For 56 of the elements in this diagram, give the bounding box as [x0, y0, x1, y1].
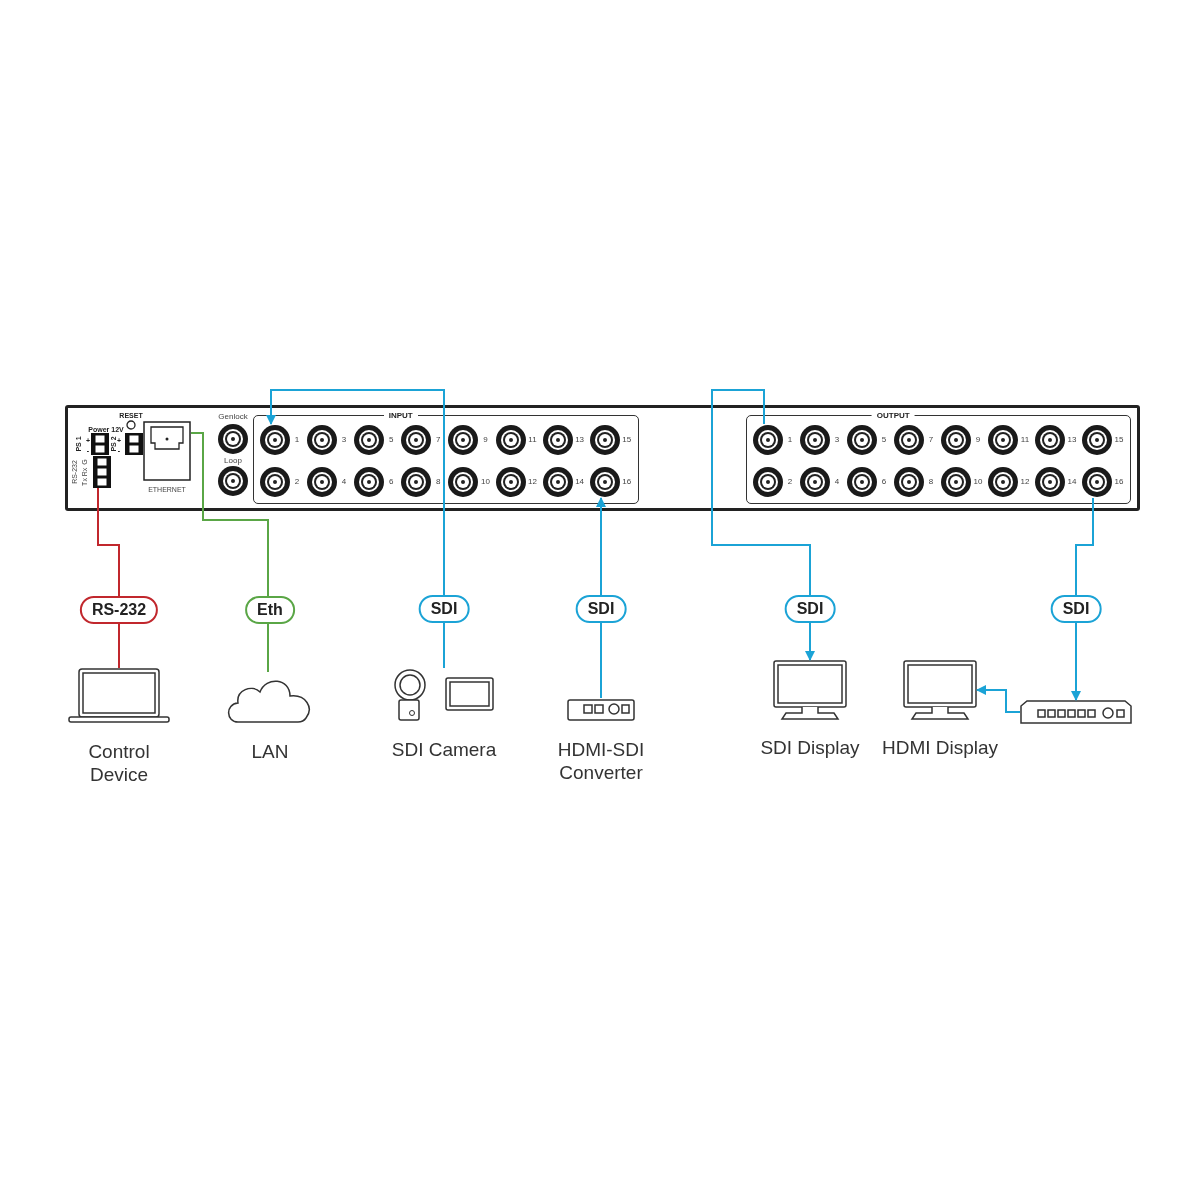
port-number: 5 [881, 436, 887, 444]
port-label: Genlock [218, 413, 248, 421]
port-label: Loop [224, 457, 242, 465]
port-number: 12 [1020, 478, 1030, 486]
arrow [976, 685, 1021, 713]
device-label: SDI Display [760, 736, 860, 759]
port-group-frame [253, 415, 639, 504]
port-number: 8 [928, 478, 934, 486]
port-number: 10 [480, 478, 490, 486]
port-number: 14 [575, 478, 585, 486]
device-label: HDMI Display [880, 736, 1000, 759]
port-number: 8 [436, 478, 441, 486]
port-number: 9 [975, 436, 981, 444]
port-number: 11 [528, 436, 537, 444]
port-number: 12 [528, 478, 537, 486]
port-number: 15 [1114, 436, 1124, 444]
device-label: Control Device [87, 740, 151, 786]
port-number: 1 [294, 436, 300, 444]
port-number: 6 [881, 478, 887, 486]
port-number: 2 [294, 478, 300, 486]
port-number: 9 [483, 436, 488, 444]
edge-label: SDI [575, 595, 627, 623]
edge-label: RS-232 [79, 596, 159, 624]
port-number: 5 [388, 436, 394, 444]
port-number: 13 [1067, 436, 1077, 444]
port-number: 11 [1020, 436, 1030, 444]
port-number: 15 [622, 436, 632, 444]
device-rear-panel [65, 405, 1140, 511]
group-title: OUTPUT [871, 412, 915, 420]
edge-label: Eth [245, 596, 295, 624]
arrow [711, 389, 815, 661]
port-number: 2 [787, 478, 793, 486]
port-number: 4 [341, 478, 347, 486]
port-number: 10 [973, 478, 983, 486]
port-number: 16 [1114, 478, 1124, 486]
arrow [266, 389, 445, 669]
port-number: 16 [622, 478, 632, 486]
edge-label: SDI [1050, 595, 1102, 623]
port-number: 1 [787, 436, 793, 444]
edge-label: SDI [418, 595, 470, 623]
port-number: 13 [575, 436, 585, 444]
connecting-line [190, 432, 269, 673]
port-number: 3 [341, 436, 347, 444]
port-number: 7 [928, 436, 934, 444]
port-number: 14 [1067, 478, 1077, 486]
group-title: INPUT [383, 412, 418, 420]
device-label: HDMI-SDI Converter [556, 738, 646, 784]
port-number: 6 [388, 478, 394, 486]
port-group-frame [746, 415, 1131, 504]
arrow [596, 497, 606, 699]
port-number: 7 [436, 436, 441, 444]
port-number: 4 [834, 478, 840, 486]
device-label: SDI Camera [390, 738, 498, 761]
edge-label: SDI [784, 595, 836, 623]
device-label: LAN [250, 740, 290, 763]
port-number: 3 [834, 436, 840, 444]
